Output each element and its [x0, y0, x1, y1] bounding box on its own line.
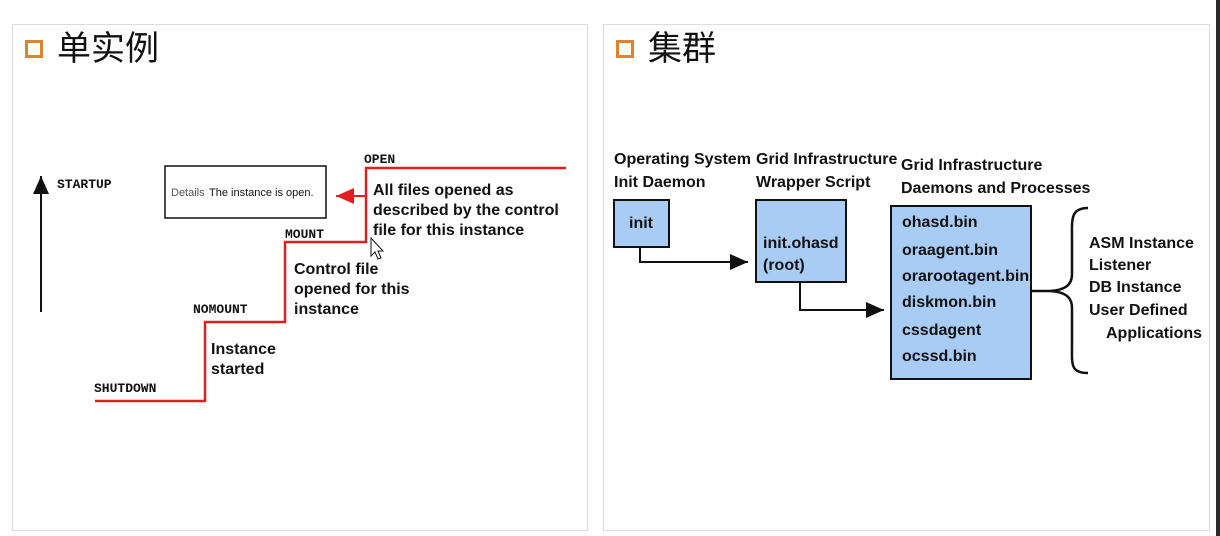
- ohasd-box-line: init.ohasd: [763, 235, 839, 252]
- daemon-item: cssdagent: [902, 322, 982, 339]
- panel-header: 集群: [616, 29, 716, 69]
- resource-item: ASM Instance: [1089, 235, 1194, 252]
- daemon-item: oraagent.bin: [902, 242, 998, 259]
- column-header-line: Grid Infrastructure: [756, 151, 897, 168]
- details-box: [164, 165, 327, 219]
- ohasd-box-label: init.ohasd (root): [763, 235, 843, 274]
- ohasd-box-line: (root): [763, 257, 805, 274]
- note-nomount: Instance started: [211, 341, 280, 378]
- window-edge: [1216, 0, 1220, 536]
- note-open-line: file for this instance: [373, 222, 524, 239]
- daemons-box: [890, 205, 1032, 380]
- column-header-line: Operating System: [614, 151, 751, 168]
- resource-item: User Defined: [1089, 302, 1188, 319]
- ohasd-box: [755, 199, 847, 283]
- note-mount-line: Control file: [294, 261, 379, 278]
- details-prefix: Details: [171, 187, 205, 199]
- column-header-line: Wrapper Script: [756, 174, 871, 191]
- state-open: OPEN: [364, 152, 395, 167]
- panel-title: 集群: [648, 29, 716, 69]
- daemons-list: ohasd.bin oraagent.bin orarootagent.bin …: [902, 214, 1034, 365]
- checkbox-icon: [616, 40, 634, 58]
- init-to-ohasd-arrow: [639, 247, 748, 270]
- note-mount: Control file opened for this instance: [294, 261, 414, 318]
- column-header-os: Operating System Init Daemon: [614, 151, 755, 191]
- init-box: [613, 199, 670, 248]
- panel-title: 单实例: [57, 29, 159, 69]
- resources-list: ASM Instance Listener DB Instance User D…: [1089, 235, 1202, 342]
- column-header-wrapper: Grid Infrastructure Wrapper Script: [756, 151, 902, 191]
- column-header-daemons: Grid Infrastructure Daemons and Processe…: [901, 157, 1091, 197]
- init-box-label: init: [629, 215, 654, 232]
- column-header-line: Grid Infrastructure: [901, 157, 1042, 174]
- column-header-line: Daemons and Processes: [901, 180, 1091, 197]
- resource-item: DB Instance: [1089, 279, 1182, 296]
- single-instance-panel: 单实例: [12, 24, 588, 531]
- daemon-item: ocssd.bin: [902, 348, 977, 365]
- brace-icon: [1049, 206, 1089, 375]
- state-startup: STARTUP: [57, 177, 112, 192]
- daemon-item: ohasd.bin: [902, 214, 978, 231]
- note-open-line: described by the control: [373, 202, 559, 219]
- note-open: All files opened as described by the con…: [373, 182, 563, 239]
- state-shutdown: SHUTDOWN: [94, 381, 156, 396]
- note-mount-line: instance: [294, 301, 359, 318]
- note-nomount-line: started: [211, 361, 264, 378]
- note-nomount-line: Instance: [211, 341, 276, 358]
- note-open-line: All files opened as: [373, 182, 514, 199]
- details-text: The instance is open.: [209, 187, 314, 199]
- state-mount: MOUNT: [285, 227, 324, 242]
- state-staircase-line: [95, 166, 566, 403]
- resource-item: Listener: [1089, 257, 1151, 274]
- note-mount-line: opened for this: [294, 281, 410, 298]
- checkbox-icon: [25, 40, 43, 58]
- daemon-item: orarootagent.bin: [902, 268, 1029, 285]
- mouse-cursor-icon: [370, 236, 385, 260]
- panel-header: 单实例: [25, 29, 159, 69]
- ohasd-to-daemons-arrow: [799, 282, 884, 318]
- resource-item: Applications: [1106, 325, 1202, 342]
- state-nomount: NOMOUNT: [193, 302, 248, 317]
- daemon-item: diskmon.bin: [902, 294, 996, 311]
- column-header-line: Init Daemon: [614, 174, 706, 191]
